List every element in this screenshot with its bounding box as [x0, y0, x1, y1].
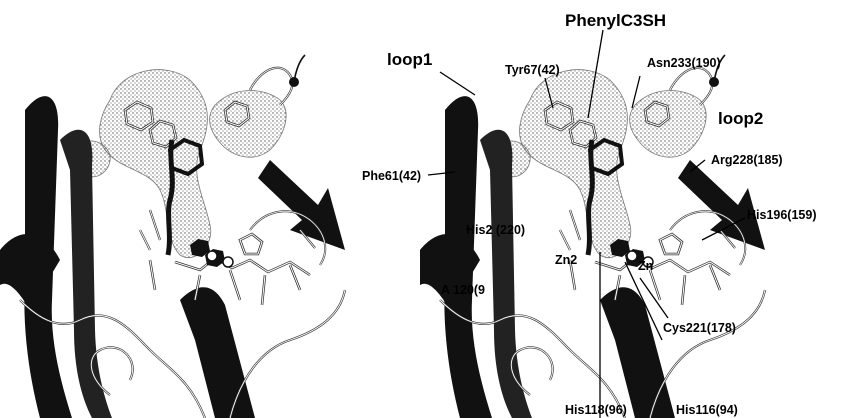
- residue-label-tyr67: Tyr67(42): [505, 63, 560, 77]
- residue-label-asp-partial: A 120(9: [441, 283, 485, 297]
- residue-label-phe61: Phe61(42): [362, 169, 421, 183]
- residue-label-his196: His196(159): [747, 208, 817, 222]
- residue-label-asn233: Asn233(190): [647, 56, 721, 70]
- zinc-label-zn2: Zn2: [555, 253, 577, 267]
- residue-label-arg228: Arg228(185): [711, 153, 783, 167]
- loop2-label: loop2: [718, 109, 763, 128]
- zinc-label-zn1: Zn: [638, 259, 653, 273]
- residue-label-his-partial: His2 (220): [466, 223, 525, 237]
- structure-left-view: [0, 55, 345, 418]
- residue-label-his116: His116(94): [676, 403, 738, 417]
- residue-label-his118: His118(96): [565, 403, 627, 417]
- loop1-label: loop1: [387, 50, 432, 69]
- residue-label-cys221: Cys221(178): [663, 321, 736, 335]
- ligand-label-phenylc3sh: PhenylC3SH: [565, 11, 666, 30]
